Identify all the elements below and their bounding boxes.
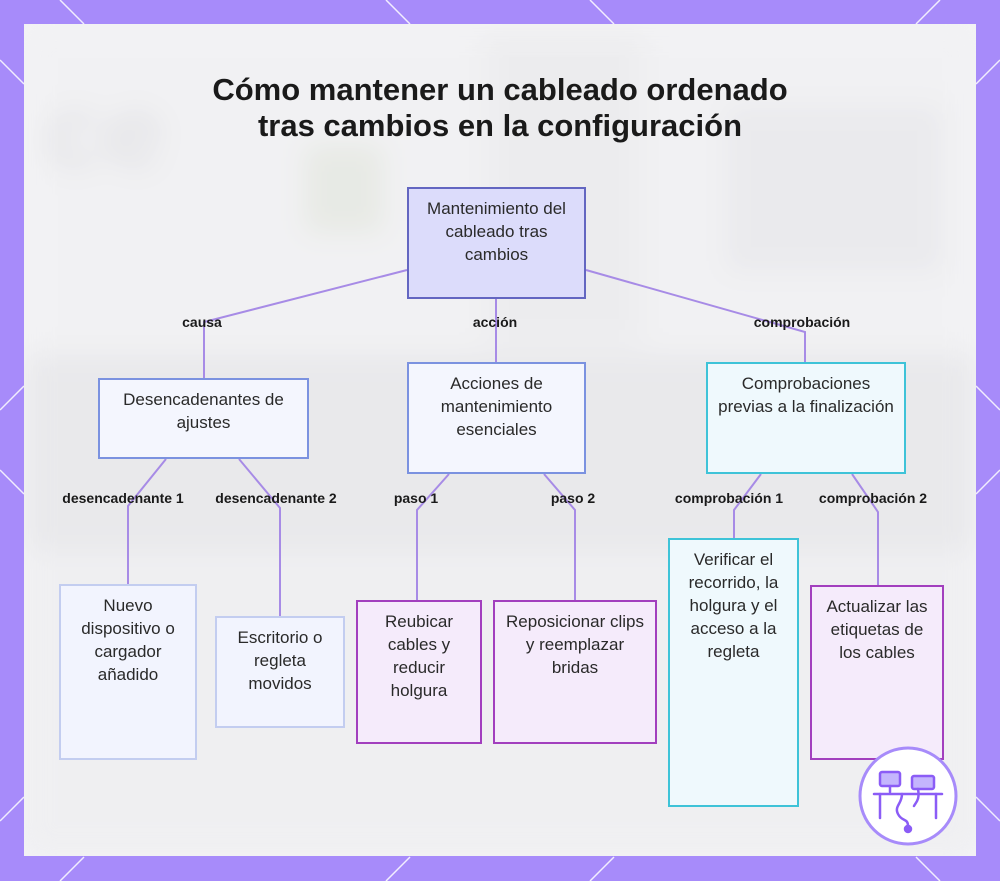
page-title: Cómo mantener un cableado ordenado tras … xyxy=(24,72,976,144)
edge-label-paso-2: paso 2 xyxy=(550,490,596,506)
node-verificar-label: Verificar el recorrido, la holgura y el … xyxy=(688,550,779,661)
node-comprobaciones-label: Comprobaciones previas a la finalización xyxy=(718,374,894,416)
edge-label-desencadenante-1: desencadenante 1 xyxy=(62,490,184,506)
title-line-1: Cómo mantener un cableado ordenado xyxy=(212,72,788,107)
edge-causa xyxy=(203,269,408,378)
node-desencadenantes: Desencadenantes de ajustes xyxy=(98,378,309,459)
node-verificar: Verificar el recorrido, la holgura y el … xyxy=(668,538,799,807)
node-comprobaciones: Comprobaciones previas a la finalización xyxy=(706,362,906,474)
root-node-label: Mantenimiento del cableado tras cambios xyxy=(427,199,566,264)
node-reubicar-label: Reubicar cables y reducir holgura xyxy=(384,612,454,700)
edge-label-desencadenante-2: desencadenante 2 xyxy=(215,490,337,506)
node-acciones-label: Acciones de mantenimiento esenciales xyxy=(440,374,553,439)
desk-cable-icon xyxy=(858,746,958,846)
root-node: Mantenimiento del cableado tras cambios xyxy=(407,187,586,299)
svg-text:ce: ce xyxy=(44,70,166,193)
node-reubicar: Reubicar cables y reducir holgura xyxy=(356,600,482,744)
node-escritorio-label: Escritorio o regleta movidos xyxy=(237,628,323,693)
edge-paso-2 xyxy=(543,473,576,600)
connector-lines xyxy=(127,269,879,616)
node-reposicionar-label: Reposicionar clips y reemplazar bridas xyxy=(506,612,644,677)
edge-paso-1 xyxy=(416,473,450,600)
node-reposicionar: Reposicionar clips y reemplazar bridas xyxy=(493,600,657,744)
title-line-2: tras cambios en la configuración xyxy=(257,108,743,143)
node-acciones: Acciones de mantenimiento esenciales xyxy=(407,362,586,474)
node-nuevo-dispositivo-label: Nuevo dispositivo o cargador añadido xyxy=(81,596,175,684)
node-nuevo-dispositivo: Nuevo dispositivo o cargador añadido xyxy=(59,584,197,760)
edge-label-comprobacion-2: comprobación 2 xyxy=(818,490,928,506)
node-actualizar-label: Actualizar las etiquetas de los cables xyxy=(826,597,928,662)
edge-label-causa: causa xyxy=(182,314,222,330)
node-actualizar: Actualizar las etiquetas de los cables xyxy=(810,585,944,760)
edge-label-comprobacion: comprobación xyxy=(753,314,851,330)
edge-desencadenante-1 xyxy=(127,458,167,584)
edge-desencadenante-2 xyxy=(238,458,281,616)
node-escritorio: Escritorio o regleta movidos xyxy=(215,616,345,728)
edge-label-accion: acción xyxy=(472,314,518,330)
edge-label-comprobacion-1: comprobación 1 xyxy=(674,490,784,506)
diagram-panel: ce Cómo mantener un cableado ordenado tr… xyxy=(24,24,976,856)
edge-comprobacion xyxy=(585,269,806,362)
edge-comprobacion-2 xyxy=(851,473,879,585)
node-desencadenantes-label: Desencadenantes de ajustes xyxy=(123,390,284,432)
edge-comprobacion-1 xyxy=(733,473,762,538)
edge-label-paso-1: paso 1 xyxy=(393,490,439,506)
